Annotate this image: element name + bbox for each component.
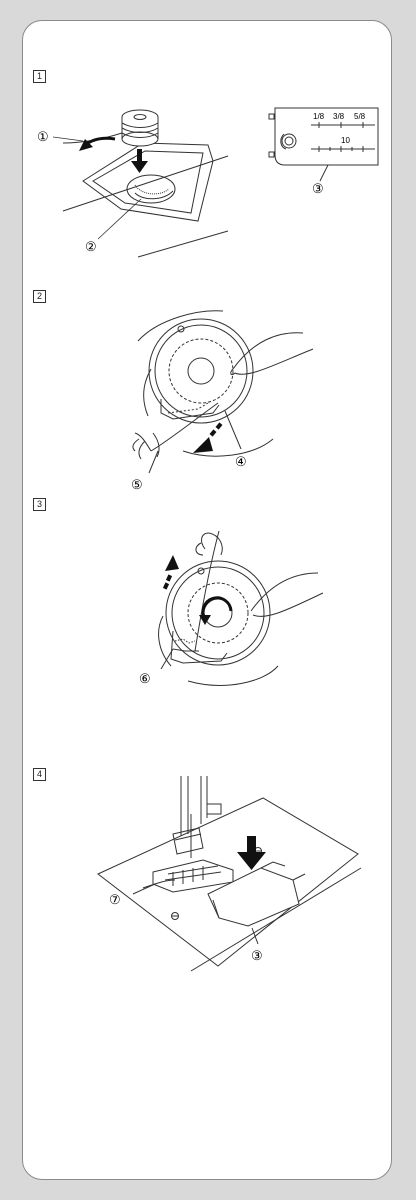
step-number-3: 3	[33, 498, 46, 511]
callout-5: ⑤	[131, 477, 143, 492]
scale-fraction-3-8: 3/8	[333, 112, 345, 121]
scale-fraction-1-8: 1/8	[313, 112, 325, 121]
callout-2: ②	[85, 239, 97, 254]
cover-plate-attach-figure: ⑦ ③	[23, 776, 393, 1006]
scale-value-10: 10	[341, 136, 350, 145]
callout-3-bottom: ③	[251, 948, 263, 963]
instruction-page: 1	[22, 20, 392, 1180]
callout-6: ⑥	[139, 671, 151, 686]
callout-3-top: ③	[312, 181, 324, 196]
bobbin-insert-figure: ① ② 1/8 3/8 5/8 10 ③	[23, 81, 393, 271]
scale-fraction-5-8: 5/8	[354, 112, 366, 121]
thread-guide-figure-step3: ⑥	[23, 511, 393, 711]
callout-7: ⑦	[109, 892, 121, 907]
thread-guide-figure-step2: ④ ⑤	[23, 301, 393, 501]
callout-4: ④	[235, 454, 247, 469]
callout-1: ①	[37, 129, 49, 144]
